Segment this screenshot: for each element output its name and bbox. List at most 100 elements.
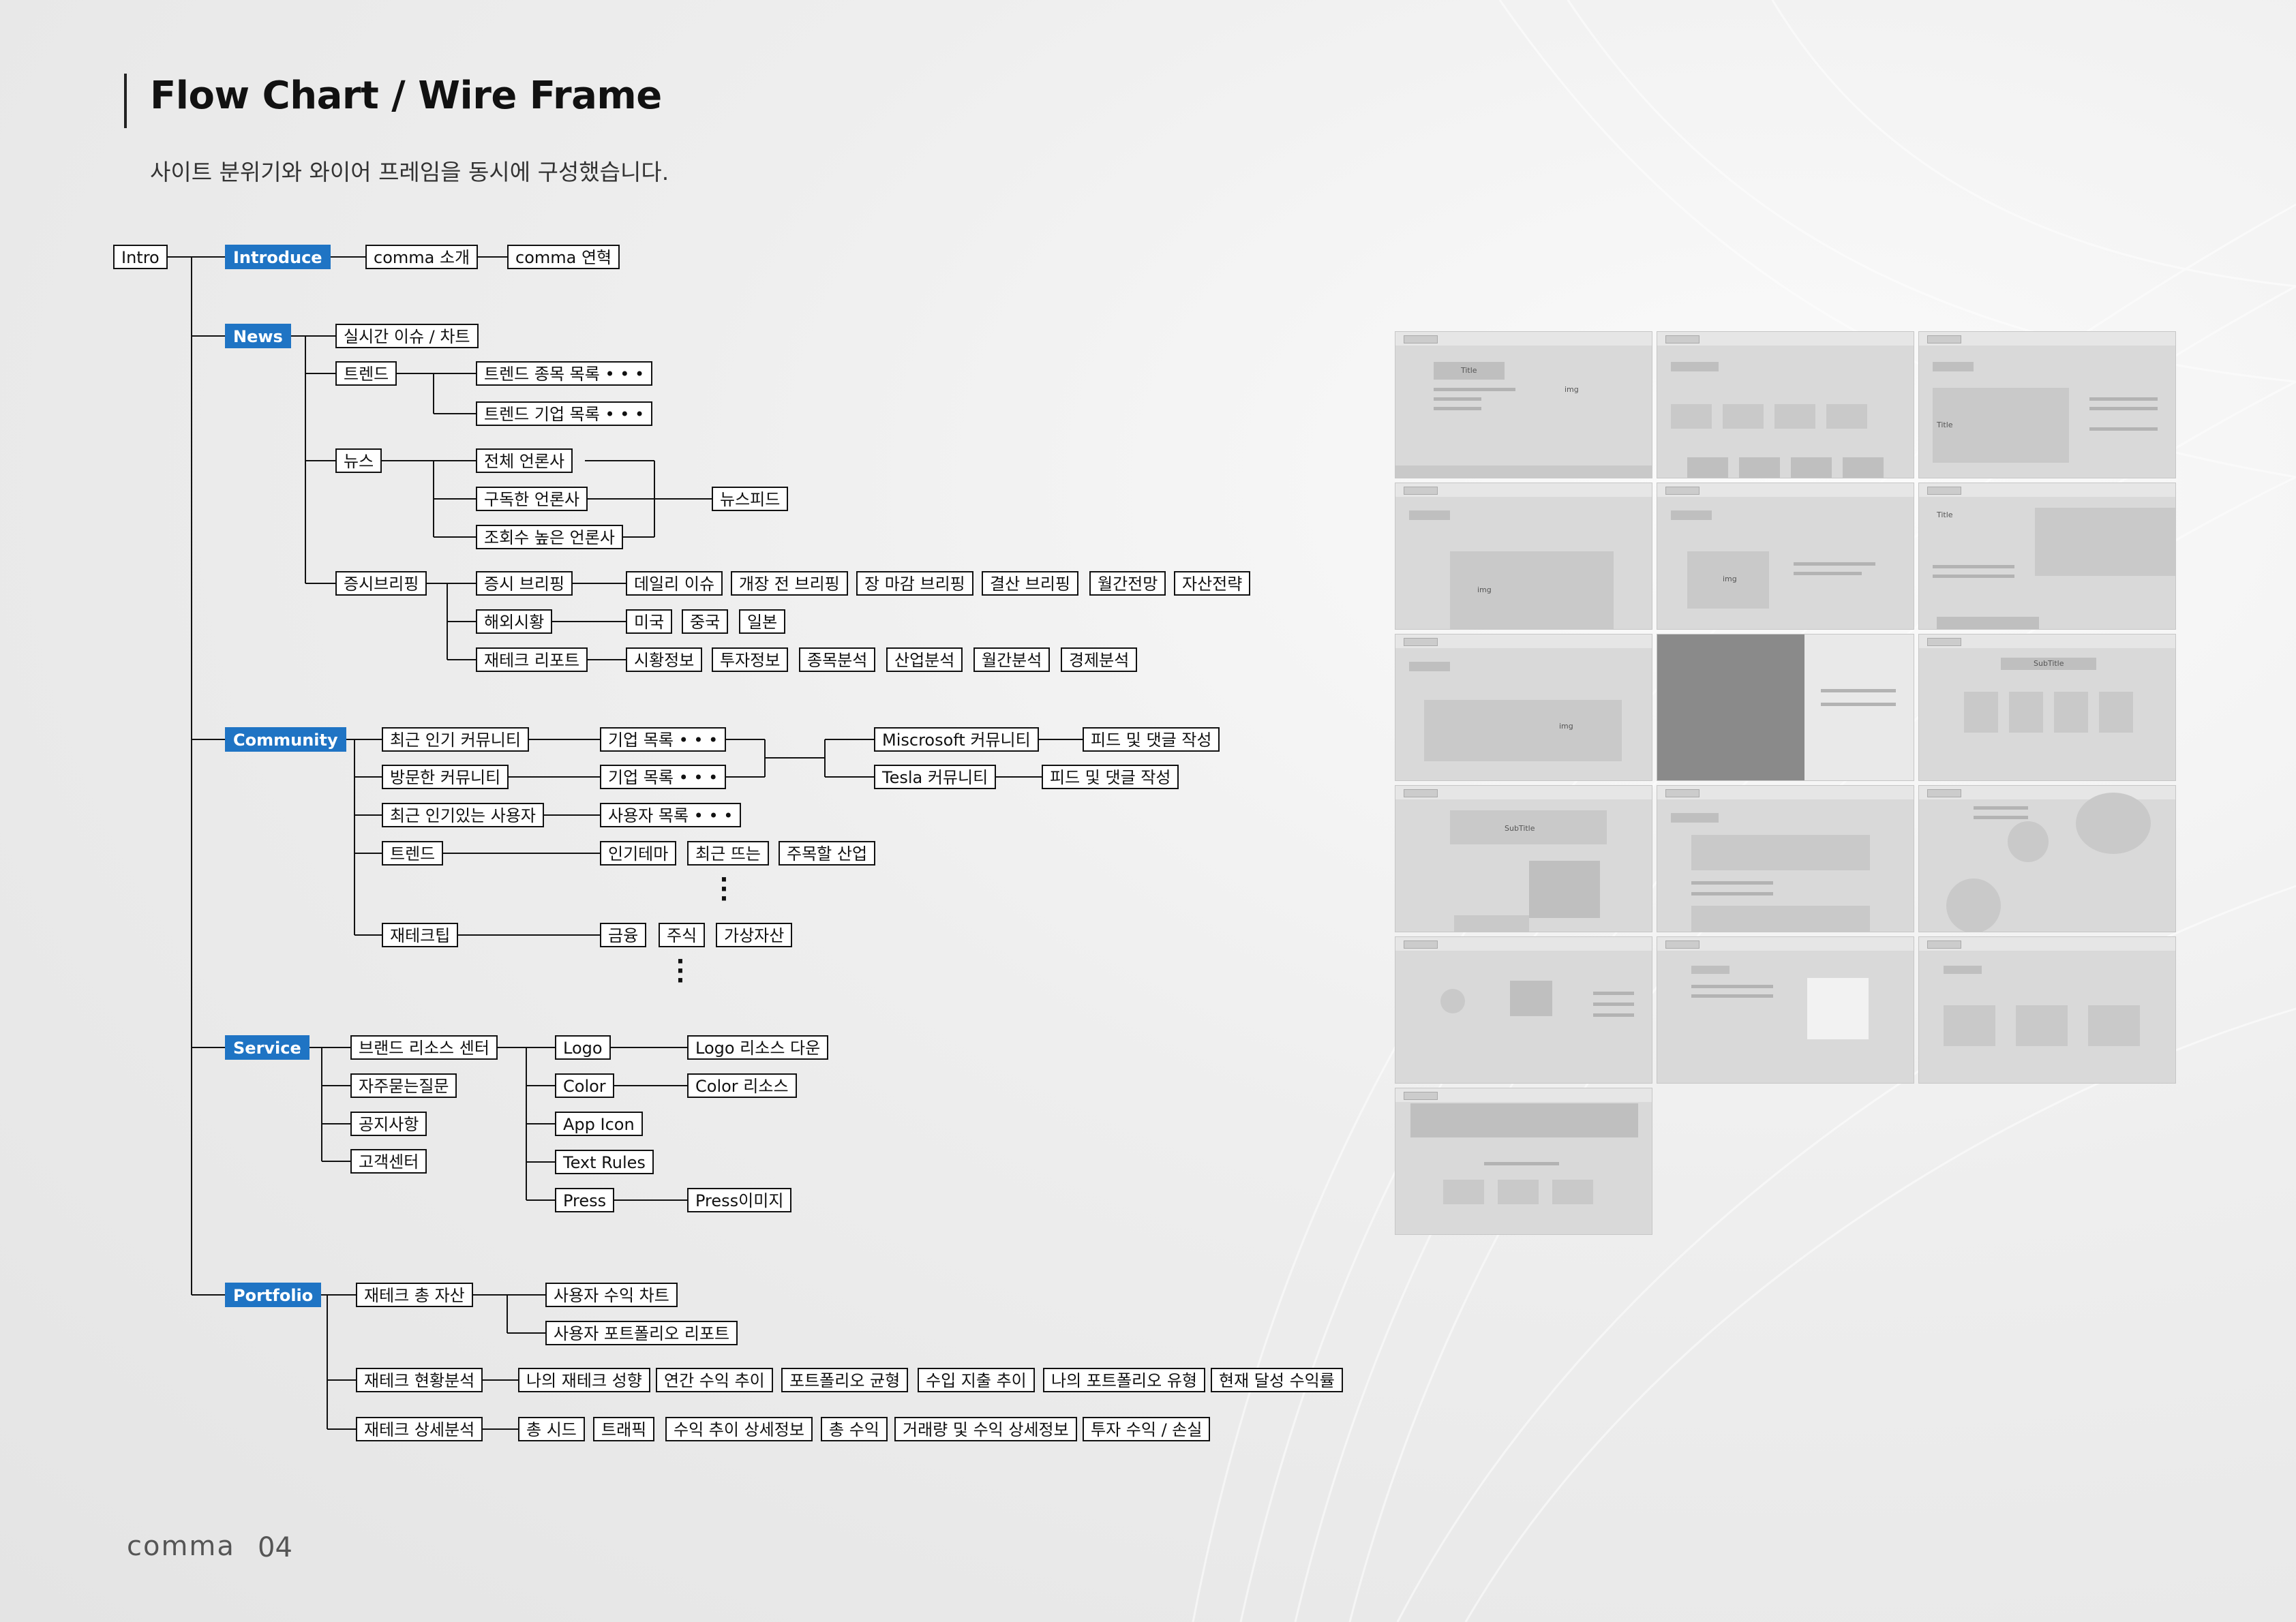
- node-company-list-1: 기업 목록 • • •: [600, 727, 727, 752]
- node-notable-industry: 주목할 산업: [779, 841, 876, 866]
- node-income-expense: 수입 지출 추이: [918, 1368, 1035, 1392]
- node-profit-detail: 수익 추이 상세정보: [665, 1417, 813, 1441]
- node-monthly-analysis: 월간분석: [973, 647, 1051, 672]
- node-color: Color: [555, 1073, 614, 1098]
- wireframe-news-list: [1657, 331, 1914, 478]
- node-investment-pl: 투자 수익 / 손실: [1083, 1417, 1211, 1441]
- wireframe-footer-page: [1395, 1088, 1652, 1235]
- node-app-icon: App Icon: [555, 1112, 643, 1136]
- wireframe-detail-2: img: [1657, 483, 1914, 630]
- node-total-assets: 재테크 총 자산: [356, 1283, 473, 1307]
- footer-page-number: 04: [258, 1532, 292, 1563]
- node-china: 중국: [682, 609, 729, 634]
- node-stock-analysis: 종목분석: [799, 647, 876, 672]
- wireframe-faq: [1657, 785, 1914, 932]
- node-popular-theme: 인기테마: [600, 841, 677, 866]
- node-press: Press: [555, 1188, 615, 1212]
- category-news: News: [225, 324, 291, 348]
- node-total-seed: 총 시드: [518, 1417, 585, 1441]
- node-popular-press: 조회수 높은 언론사: [476, 525, 623, 549]
- ellipsis-vertical: ···: [676, 948, 685, 994]
- node-intro: Intro: [113, 245, 168, 269]
- node-recent-popular-community: 최근 인기 커뮤니티: [382, 727, 529, 752]
- wireframe-detail-1: img: [1395, 483, 1652, 630]
- node-status-analysis: 재테크 현황분석: [356, 1368, 483, 1392]
- node-microsoft-community: Miscrosoft 커뮤니티: [874, 727, 1039, 752]
- node-detail-analysis: 재테크 상세분석: [356, 1417, 483, 1441]
- node-market-info: 시황정보: [626, 647, 703, 672]
- node-news-trend: 트렌드: [335, 361, 397, 386]
- footer-brand: comma: [127, 1531, 235, 1562]
- node-all-press: 전체 언론사: [476, 448, 573, 473]
- node-community-trend: 트렌드: [382, 841, 444, 866]
- node-news: 뉴스: [335, 448, 382, 473]
- node-visited-community: 방문한 커뮤니티: [382, 765, 509, 789]
- node-investment-info: 투자정보: [712, 647, 789, 672]
- node-my-tendency: 나의 재테크 성향: [518, 1368, 650, 1392]
- category-community: Community: [225, 727, 346, 752]
- node-logo: Logo: [555, 1035, 611, 1060]
- node-text-rules: Text Rules: [555, 1150, 654, 1174]
- node-notice: 공지사항: [350, 1112, 427, 1136]
- node-total-profit: 총 수익: [821, 1417, 888, 1441]
- wireframe-home: Title img: [1395, 331, 1652, 478]
- node-comma-intro: comma 소개: [365, 245, 479, 269]
- node-my-portfolio-type: 나의 포트폴리오 유형: [1043, 1368, 1205, 1392]
- node-popular-users: 최근 인기있는 사용자: [382, 803, 544, 827]
- node-realtime-issue: 실시간 이슈 / 차트: [335, 324, 479, 348]
- node-market-briefing-group: 증시브리핑: [335, 571, 427, 596]
- page-subtitle: 사이트 분위기와 와이어 프레임을 동시에 구성했습니다.: [150, 159, 669, 185]
- node-settlement-briefing: 결산 브리핑: [982, 571, 1079, 596]
- wireframe-community: img: [1395, 634, 1652, 781]
- wireframe-modal: [1657, 634, 1914, 781]
- node-trend-stocks: 트렌드 종목 목록 • • •: [476, 361, 653, 386]
- wireframe-brand: SubTitle: [1395, 785, 1652, 932]
- node-japan: 일본: [739, 609, 786, 634]
- node-daily-issue: 데일리 이슈: [626, 571, 723, 596]
- node-feed-comment-2: 피드 및 댓글 작성: [1042, 765, 1179, 789]
- wireframe-detail-3: Title: [1918, 483, 2176, 630]
- node-user-list: 사용자 목록 • • •: [600, 803, 742, 827]
- node-monthly-outlook: 월간전망: [1089, 571, 1166, 596]
- node-finance: 금융: [600, 923, 647, 947]
- node-user-portfolio-report: 사용자 포트폴리오 리포트: [545, 1321, 738, 1345]
- node-overseas-market: 해외시황: [476, 609, 553, 634]
- wireframe-article: Title: [1918, 331, 2176, 478]
- node-economic-analysis: 경제분석: [1061, 647, 1138, 672]
- node-portfolio-balance: 포트폴리오 균형: [781, 1368, 909, 1392]
- ellipsis-vertical: ···: [719, 866, 729, 913]
- wireframe-portfolio: [1395, 936, 1652, 1084]
- node-comma-history: comma 연혁: [507, 245, 620, 269]
- node-tesla-community: Tesla 커뮤니티: [874, 765, 997, 789]
- node-feed-comment-1: 피드 및 댓글 작성: [1083, 727, 1220, 752]
- node-rising: 최근 뜨는: [687, 841, 769, 866]
- node-finance-tips: 재테크팁: [382, 923, 459, 947]
- wireframe-analysis: [1918, 936, 2176, 1084]
- category-service: Service: [225, 1035, 309, 1060]
- node-traffic: 트래픽: [593, 1417, 655, 1441]
- node-user-profit-chart: 사용자 수익 차트: [545, 1283, 678, 1307]
- node-brand-resource-center: 브랜드 리소스 센터: [350, 1035, 498, 1060]
- node-annual-profit: 연간 수익 추이: [656, 1368, 773, 1392]
- node-finance-report: 재테크 리포트: [476, 647, 588, 672]
- category-portfolio: Portfolio: [225, 1283, 322, 1307]
- node-asset-strategy: 자산전략: [1174, 571, 1251, 596]
- node-close-briefing: 장 마감 브리핑: [856, 571, 973, 596]
- node-industry-analysis: 산업분석: [886, 647, 963, 672]
- node-newsfeed: 뉴스피드: [712, 487, 789, 511]
- node-press-image: Press이미지: [687, 1188, 792, 1212]
- node-pre-open-briefing: 개장 전 브리핑: [731, 571, 848, 596]
- page-title: Flow Chart / Wire Frame: [150, 74, 662, 118]
- title-accent-bar: [124, 74, 127, 128]
- node-faq: 자주묻는질문: [350, 1073, 457, 1098]
- wireframe-notice: [1918, 785, 2176, 932]
- wireframe-service: SubTitle: [1918, 634, 2176, 781]
- node-logo-download: Logo 리소스 다운: [687, 1035, 829, 1060]
- node-market-briefing: 증시 브리핑: [476, 571, 573, 596]
- node-company-list-2: 기업 목록 • • •: [600, 765, 727, 789]
- node-stocks: 주식: [659, 923, 706, 947]
- node-trend-companies: 트렌드 기업 목록 • • •: [476, 401, 653, 426]
- category-introduce: Introduce: [225, 245, 331, 269]
- node-current-return: 현재 달성 수익률: [1211, 1368, 1343, 1392]
